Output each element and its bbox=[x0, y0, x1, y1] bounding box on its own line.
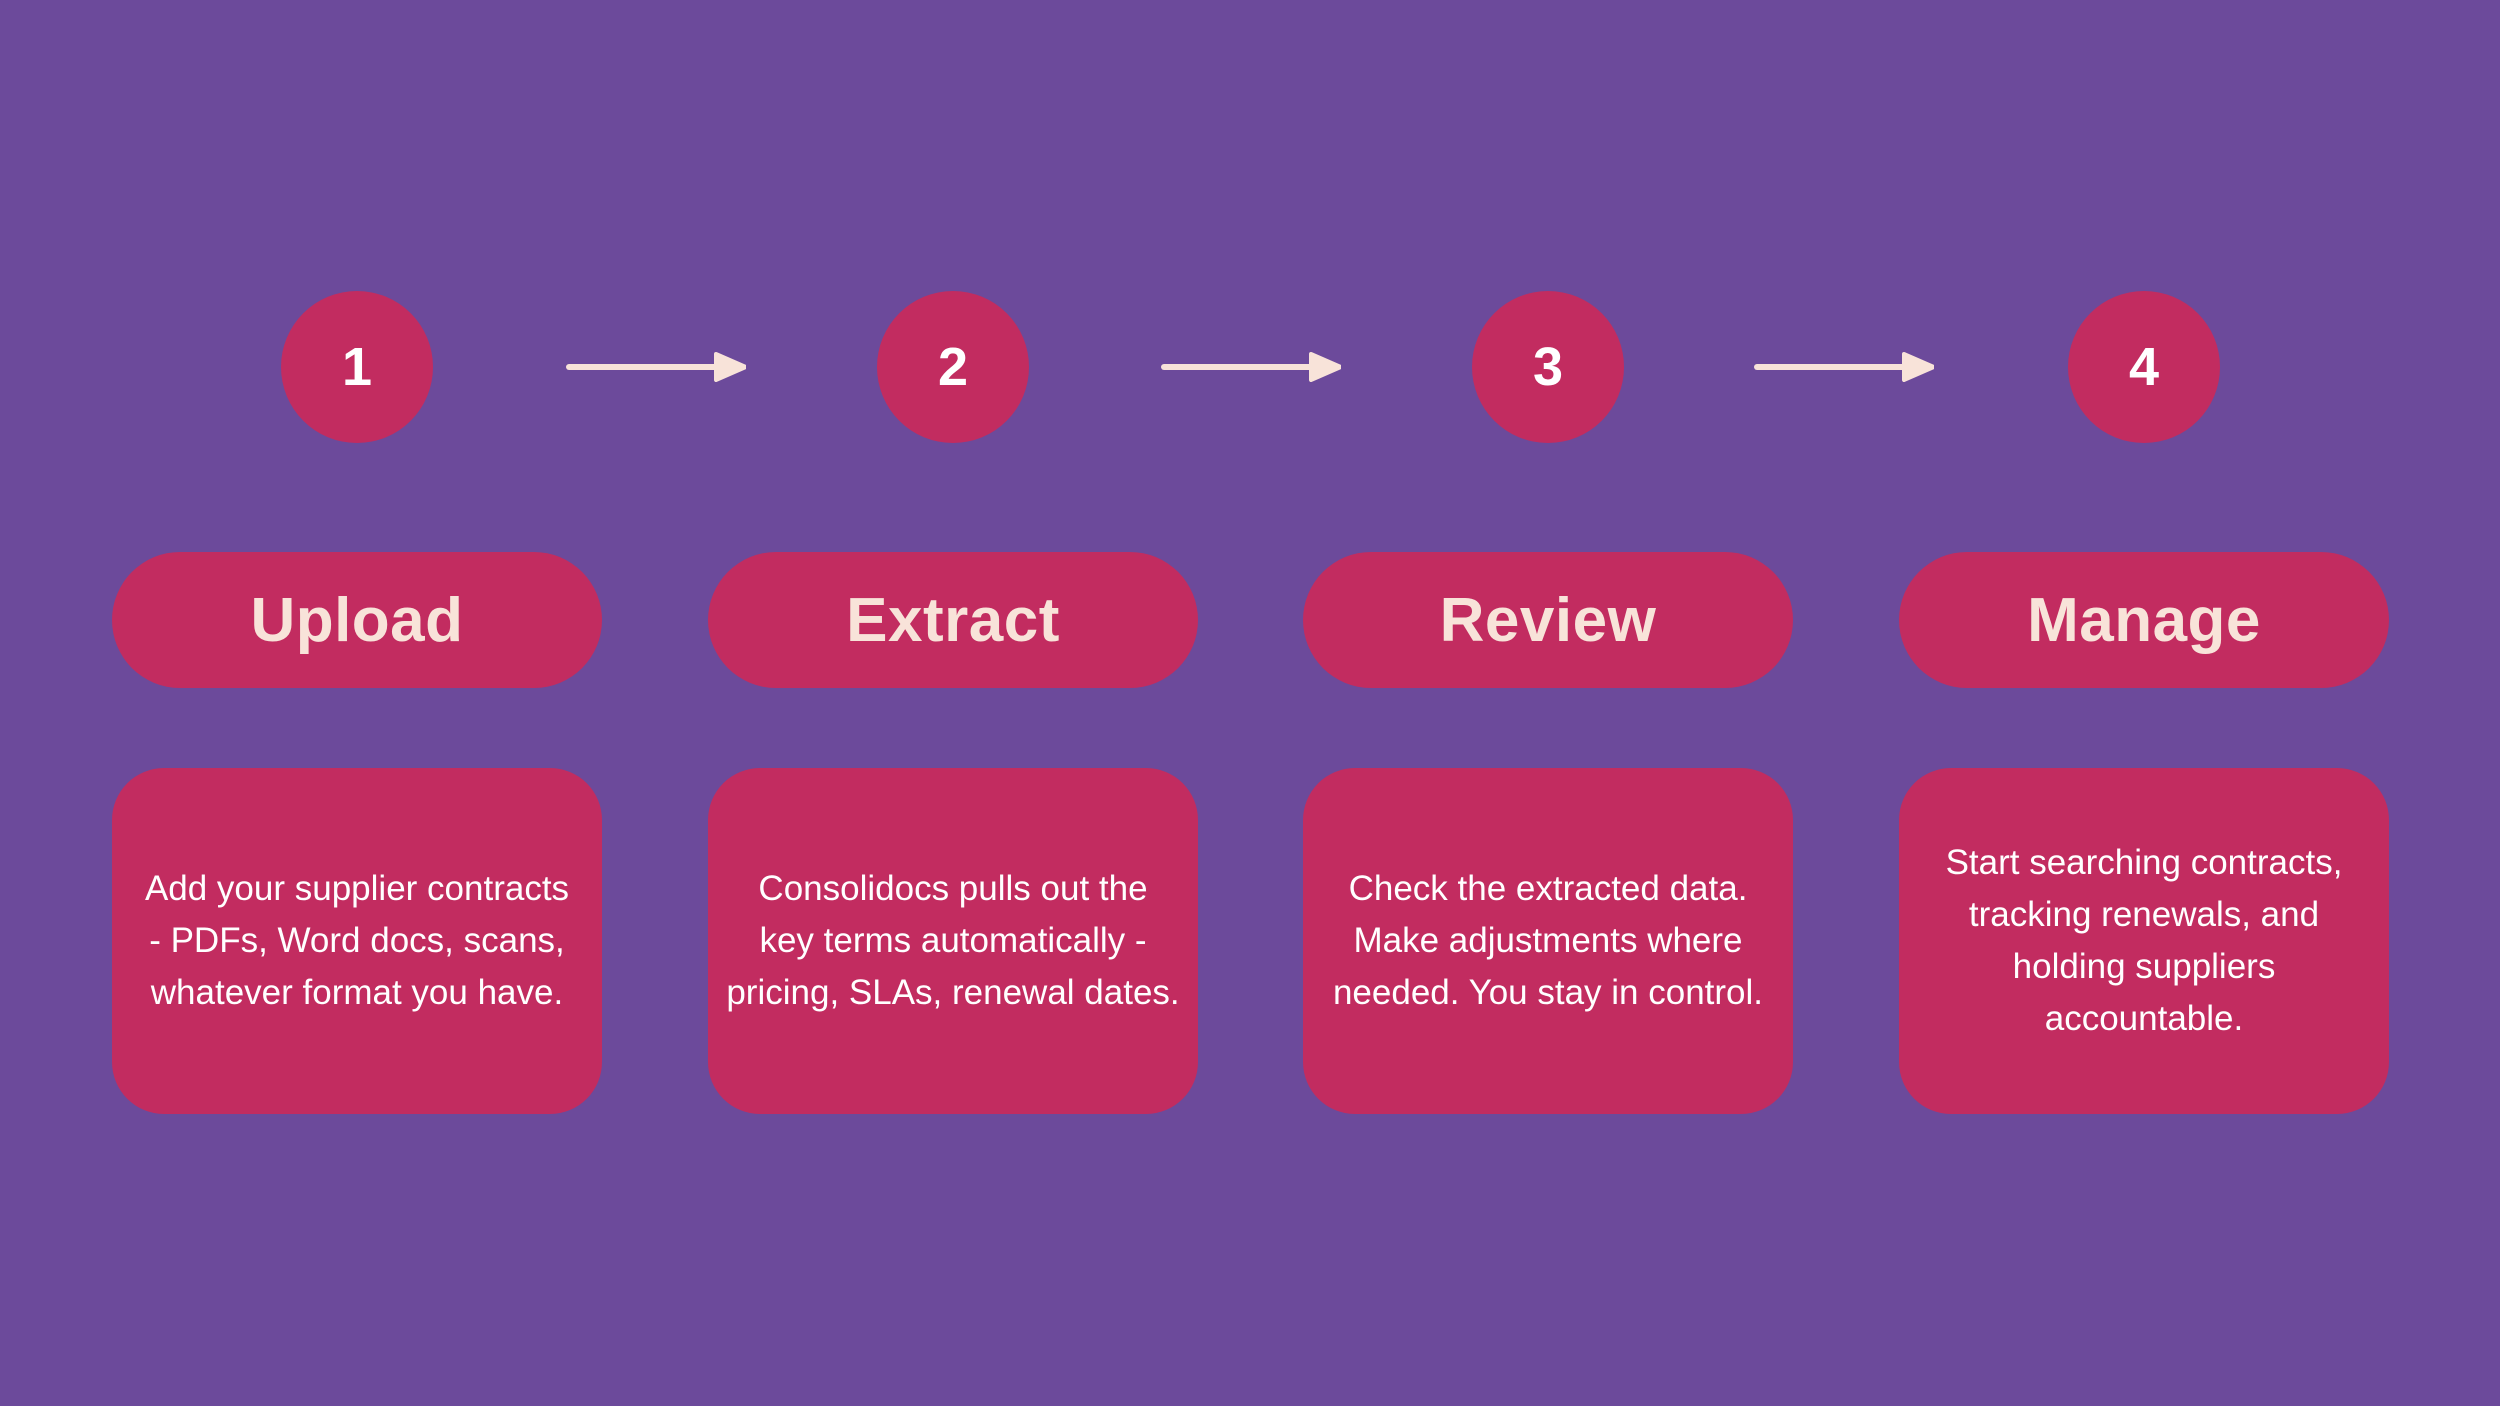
step-title-pill: Extract bbox=[708, 552, 1198, 688]
right-arrow-icon bbox=[1161, 352, 1343, 382]
step-column-upload: 1 Upload Add your supplier contracts - P… bbox=[112, 0, 602, 1406]
step-number: 2 bbox=[937, 337, 969, 397]
step-number: 4 bbox=[2128, 337, 2160, 397]
step-title-pill: Upload bbox=[112, 552, 602, 688]
step-description: Check the extracted data. Make adjustmen… bbox=[1332, 869, 1764, 1012]
right-arrow-icon bbox=[566, 352, 748, 382]
step-column-manage: 4 Manage Start searching contracts, trac… bbox=[1899, 0, 2389, 1406]
step-title: Review bbox=[1439, 585, 1657, 655]
step-column-extract: 2 Extract Consolidocs pulls out the key … bbox=[708, 0, 1198, 1406]
step-title: Manage bbox=[2027, 585, 2261, 655]
step-number-badge: 2 bbox=[877, 291, 1029, 443]
step-description: Consolidocs pulls out the key terms auto… bbox=[726, 869, 1180, 1012]
step-title: Upload bbox=[250, 585, 464, 655]
step-number-badge: 4 bbox=[2068, 291, 2220, 443]
step-description-card: Add your supplier contracts - PDFs, Word… bbox=[112, 768, 602, 1114]
step-column-review: 3 Review Check the extracted data. Make … bbox=[1303, 0, 1793, 1406]
step-description-card: Start searching contracts, tracking rene… bbox=[1899, 768, 2389, 1114]
step-description-card: Check the extracted data. Make adjustmen… bbox=[1303, 768, 1793, 1114]
step-title-pill: Review bbox=[1303, 552, 1793, 688]
right-arrow-icon bbox=[1754, 352, 1936, 382]
step-title-pill: Manage bbox=[1899, 552, 2389, 688]
step-description-card: Consolidocs pulls out the key terms auto… bbox=[708, 768, 1198, 1114]
step-description: Add your supplier contracts - PDFs, Word… bbox=[144, 869, 570, 1012]
step-title: Extract bbox=[846, 585, 1060, 655]
step-number: 3 bbox=[1532, 337, 1564, 397]
step-number: 1 bbox=[341, 337, 373, 397]
step-number-badge: 3 bbox=[1472, 291, 1624, 443]
step-number-badge: 1 bbox=[281, 291, 433, 443]
step-description: Start searching contracts, tracking rene… bbox=[1945, 843, 2343, 1038]
